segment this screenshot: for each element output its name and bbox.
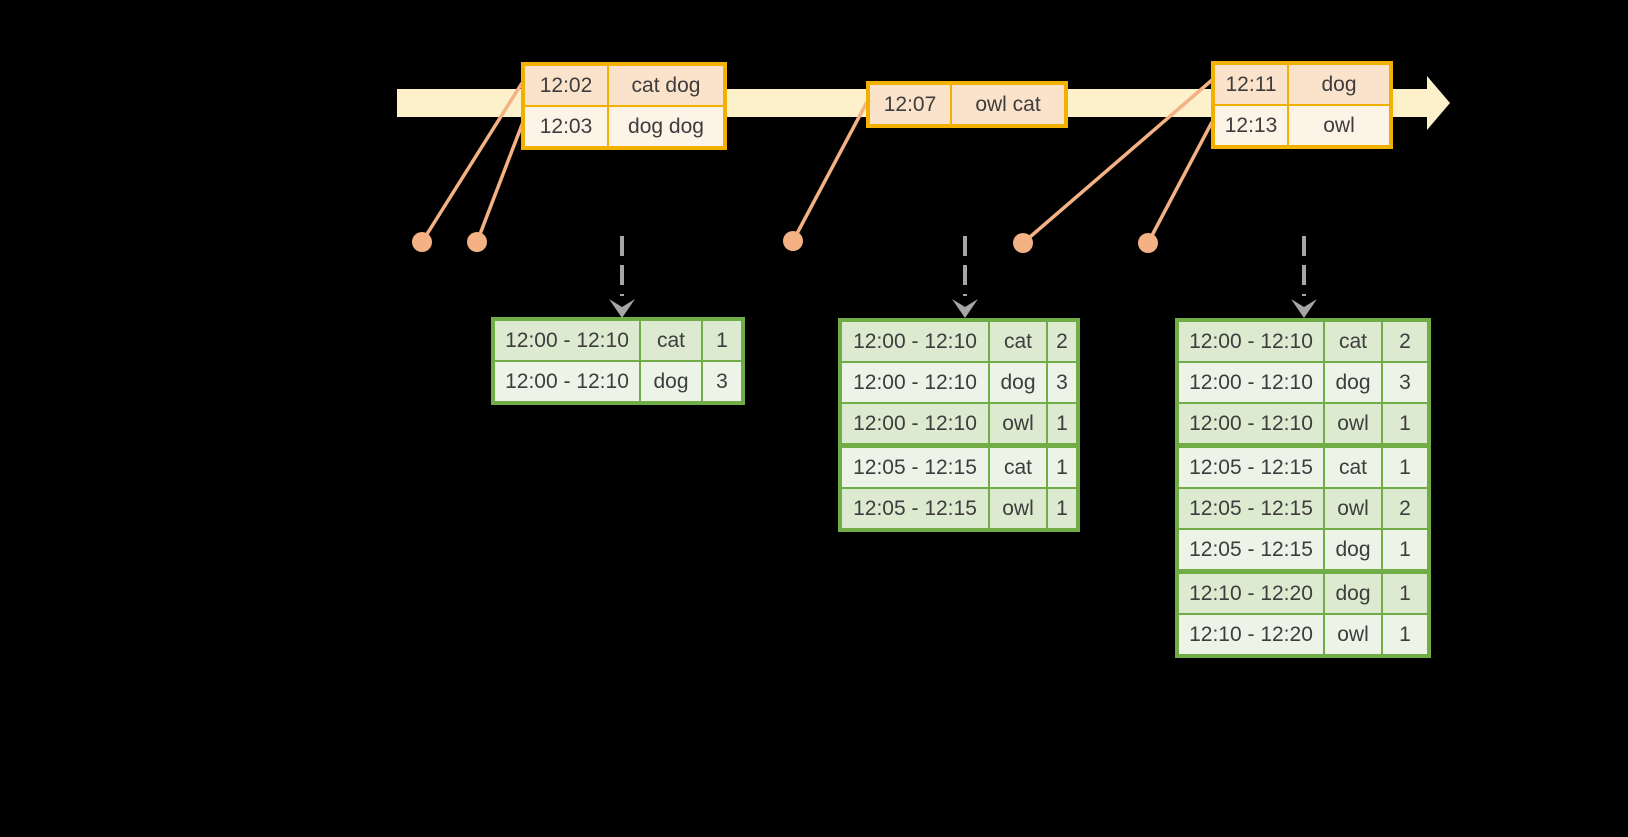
- window-count-cell: 1: [1048, 489, 1076, 528]
- window-word-cell: dog: [1325, 571, 1381, 613]
- event-time-cell: 12:02: [525, 66, 607, 105]
- window-range-cell: 12:10 - 12:20: [1179, 615, 1323, 654]
- window-count-cell: 3: [1383, 363, 1427, 402]
- trigger-arrowhead-icon: [609, 299, 635, 318]
- window-word-cell: cat: [990, 445, 1046, 487]
- window-word-cell: dog: [1325, 363, 1381, 402]
- window-word-cell: cat: [1325, 445, 1381, 487]
- trigger-arrowhead-icon: [1291, 299, 1317, 318]
- window-count-cell: 3: [1048, 363, 1076, 402]
- window-word-cell: owl: [1325, 615, 1381, 654]
- window-range-cell: 12:00 - 12:10: [842, 404, 988, 443]
- window-range-cell: 12:05 - 12:15: [1179, 530, 1323, 569]
- event-words-cell: cat dog: [609, 66, 723, 105]
- window-range-cell: 12:10 - 12:20: [1179, 571, 1323, 613]
- window-range-cell: 12:00 - 12:10: [495, 321, 639, 360]
- window-word-cell: owl: [1325, 404, 1381, 443]
- event-words-cell: owl cat: [952, 85, 1064, 124]
- window-count-cell: 2: [1048, 322, 1076, 361]
- window-count-cell: 2: [1383, 489, 1427, 528]
- window-range-cell: 12:00 - 12:10: [495, 362, 639, 401]
- window-word-cell: dog: [1325, 530, 1381, 569]
- event-time-cell: 12:13: [1215, 106, 1287, 145]
- event-time-cell: 12:11: [1215, 65, 1287, 104]
- timeline-arrowhead-icon: [1427, 76, 1450, 130]
- window-range-cell: 12:00 - 12:10: [1179, 322, 1323, 361]
- event-connector-line: [1021, 78, 1214, 245]
- window-word-cell: dog: [990, 363, 1046, 402]
- window-count-cell: 1: [1383, 445, 1427, 487]
- window-count-cell: 1: [1383, 404, 1427, 443]
- window-word-cell: owl: [990, 404, 1046, 443]
- window-word-cell: cat: [1325, 322, 1381, 361]
- window-range-cell: 12:00 - 12:10: [842, 322, 988, 361]
- event-connector-line: [1146, 121, 1214, 244]
- event-words-cell: dog dog: [609, 107, 723, 146]
- event-dot: [1138, 233, 1158, 253]
- window-range-cell: 12:05 - 12:15: [1179, 445, 1323, 487]
- event-connector-line: [475, 121, 525, 243]
- window-range-cell: 12:05 - 12:15: [842, 489, 988, 528]
- event-words-cell: dog: [1289, 65, 1389, 104]
- event-connector-lines: [420, 78, 1214, 245]
- window-range-cell: 12:00 - 12:10: [842, 363, 988, 402]
- event-time-cell: 12:03: [525, 107, 607, 146]
- window-count-cell: 2: [1383, 322, 1427, 361]
- window-count-cell: 1: [703, 321, 741, 360]
- trigger-arrow-lines: [620, 236, 1306, 296]
- window-word-cell: owl: [990, 489, 1046, 528]
- window-count-cell: 1: [1383, 571, 1427, 613]
- event-dot: [467, 232, 487, 252]
- window-range-cell: 12:00 - 12:10: [1179, 363, 1323, 402]
- window-count-cell: 1: [1048, 404, 1076, 443]
- window-word-cell: cat: [990, 322, 1046, 361]
- event-dots: [412, 231, 1158, 253]
- event-words-cell: owl: [1289, 106, 1389, 145]
- window-count-cell: 1: [1383, 530, 1427, 569]
- event-dot: [783, 231, 803, 251]
- window-count-cell: 1: [1048, 445, 1076, 487]
- event-connector-line: [420, 82, 524, 243]
- window-range-cell: 12:05 - 12:15: [842, 445, 988, 487]
- trigger-arrowhead-icon: [952, 299, 978, 318]
- window-word-cell: dog: [641, 362, 701, 401]
- window-range-cell: 12:05 - 12:15: [1179, 489, 1323, 528]
- event-connector-line: [791, 101, 869, 242]
- window-word-cell: owl: [1325, 489, 1381, 528]
- event-dot: [412, 232, 432, 252]
- window-range-cell: 12:00 - 12:10: [1179, 404, 1323, 443]
- window-count-cell: 1: [1383, 615, 1427, 654]
- window-count-cell: 3: [703, 362, 741, 401]
- trigger-arrowheads: [609, 299, 1317, 318]
- window-word-cell: cat: [641, 321, 701, 360]
- event-time-cell: 12:07: [870, 85, 950, 124]
- event-dot: [1013, 233, 1033, 253]
